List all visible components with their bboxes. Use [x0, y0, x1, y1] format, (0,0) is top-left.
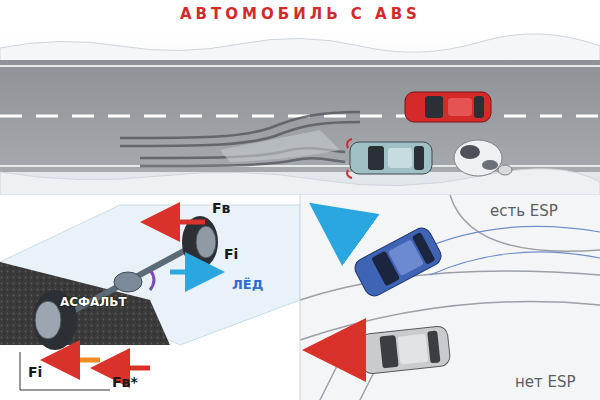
esp-label: есть ESP: [490, 203, 558, 220]
snow-pile: [454, 140, 512, 176]
force-label: Fв*: [112, 374, 138, 390]
blue-car: [352, 225, 445, 300]
esp-label: нет ESP: [515, 374, 576, 391]
grey-car: [347, 139, 432, 178]
force-label: Fi: [224, 246, 238, 262]
axle-scene: [0, 195, 300, 400]
red-car: [405, 92, 491, 122]
grey-car: [359, 326, 451, 375]
force-label: Fi: [28, 364, 42, 380]
surface-label: ЛЁД: [232, 278, 263, 293]
title: АВТОМОБИЛЬ С ABS: [180, 6, 421, 23]
surface-label: АСФАЛЬТ: [60, 296, 127, 310]
road-scene: [0, 30, 600, 195]
force-label: Fв: [212, 200, 230, 216]
esp-scene: [300, 195, 600, 400]
